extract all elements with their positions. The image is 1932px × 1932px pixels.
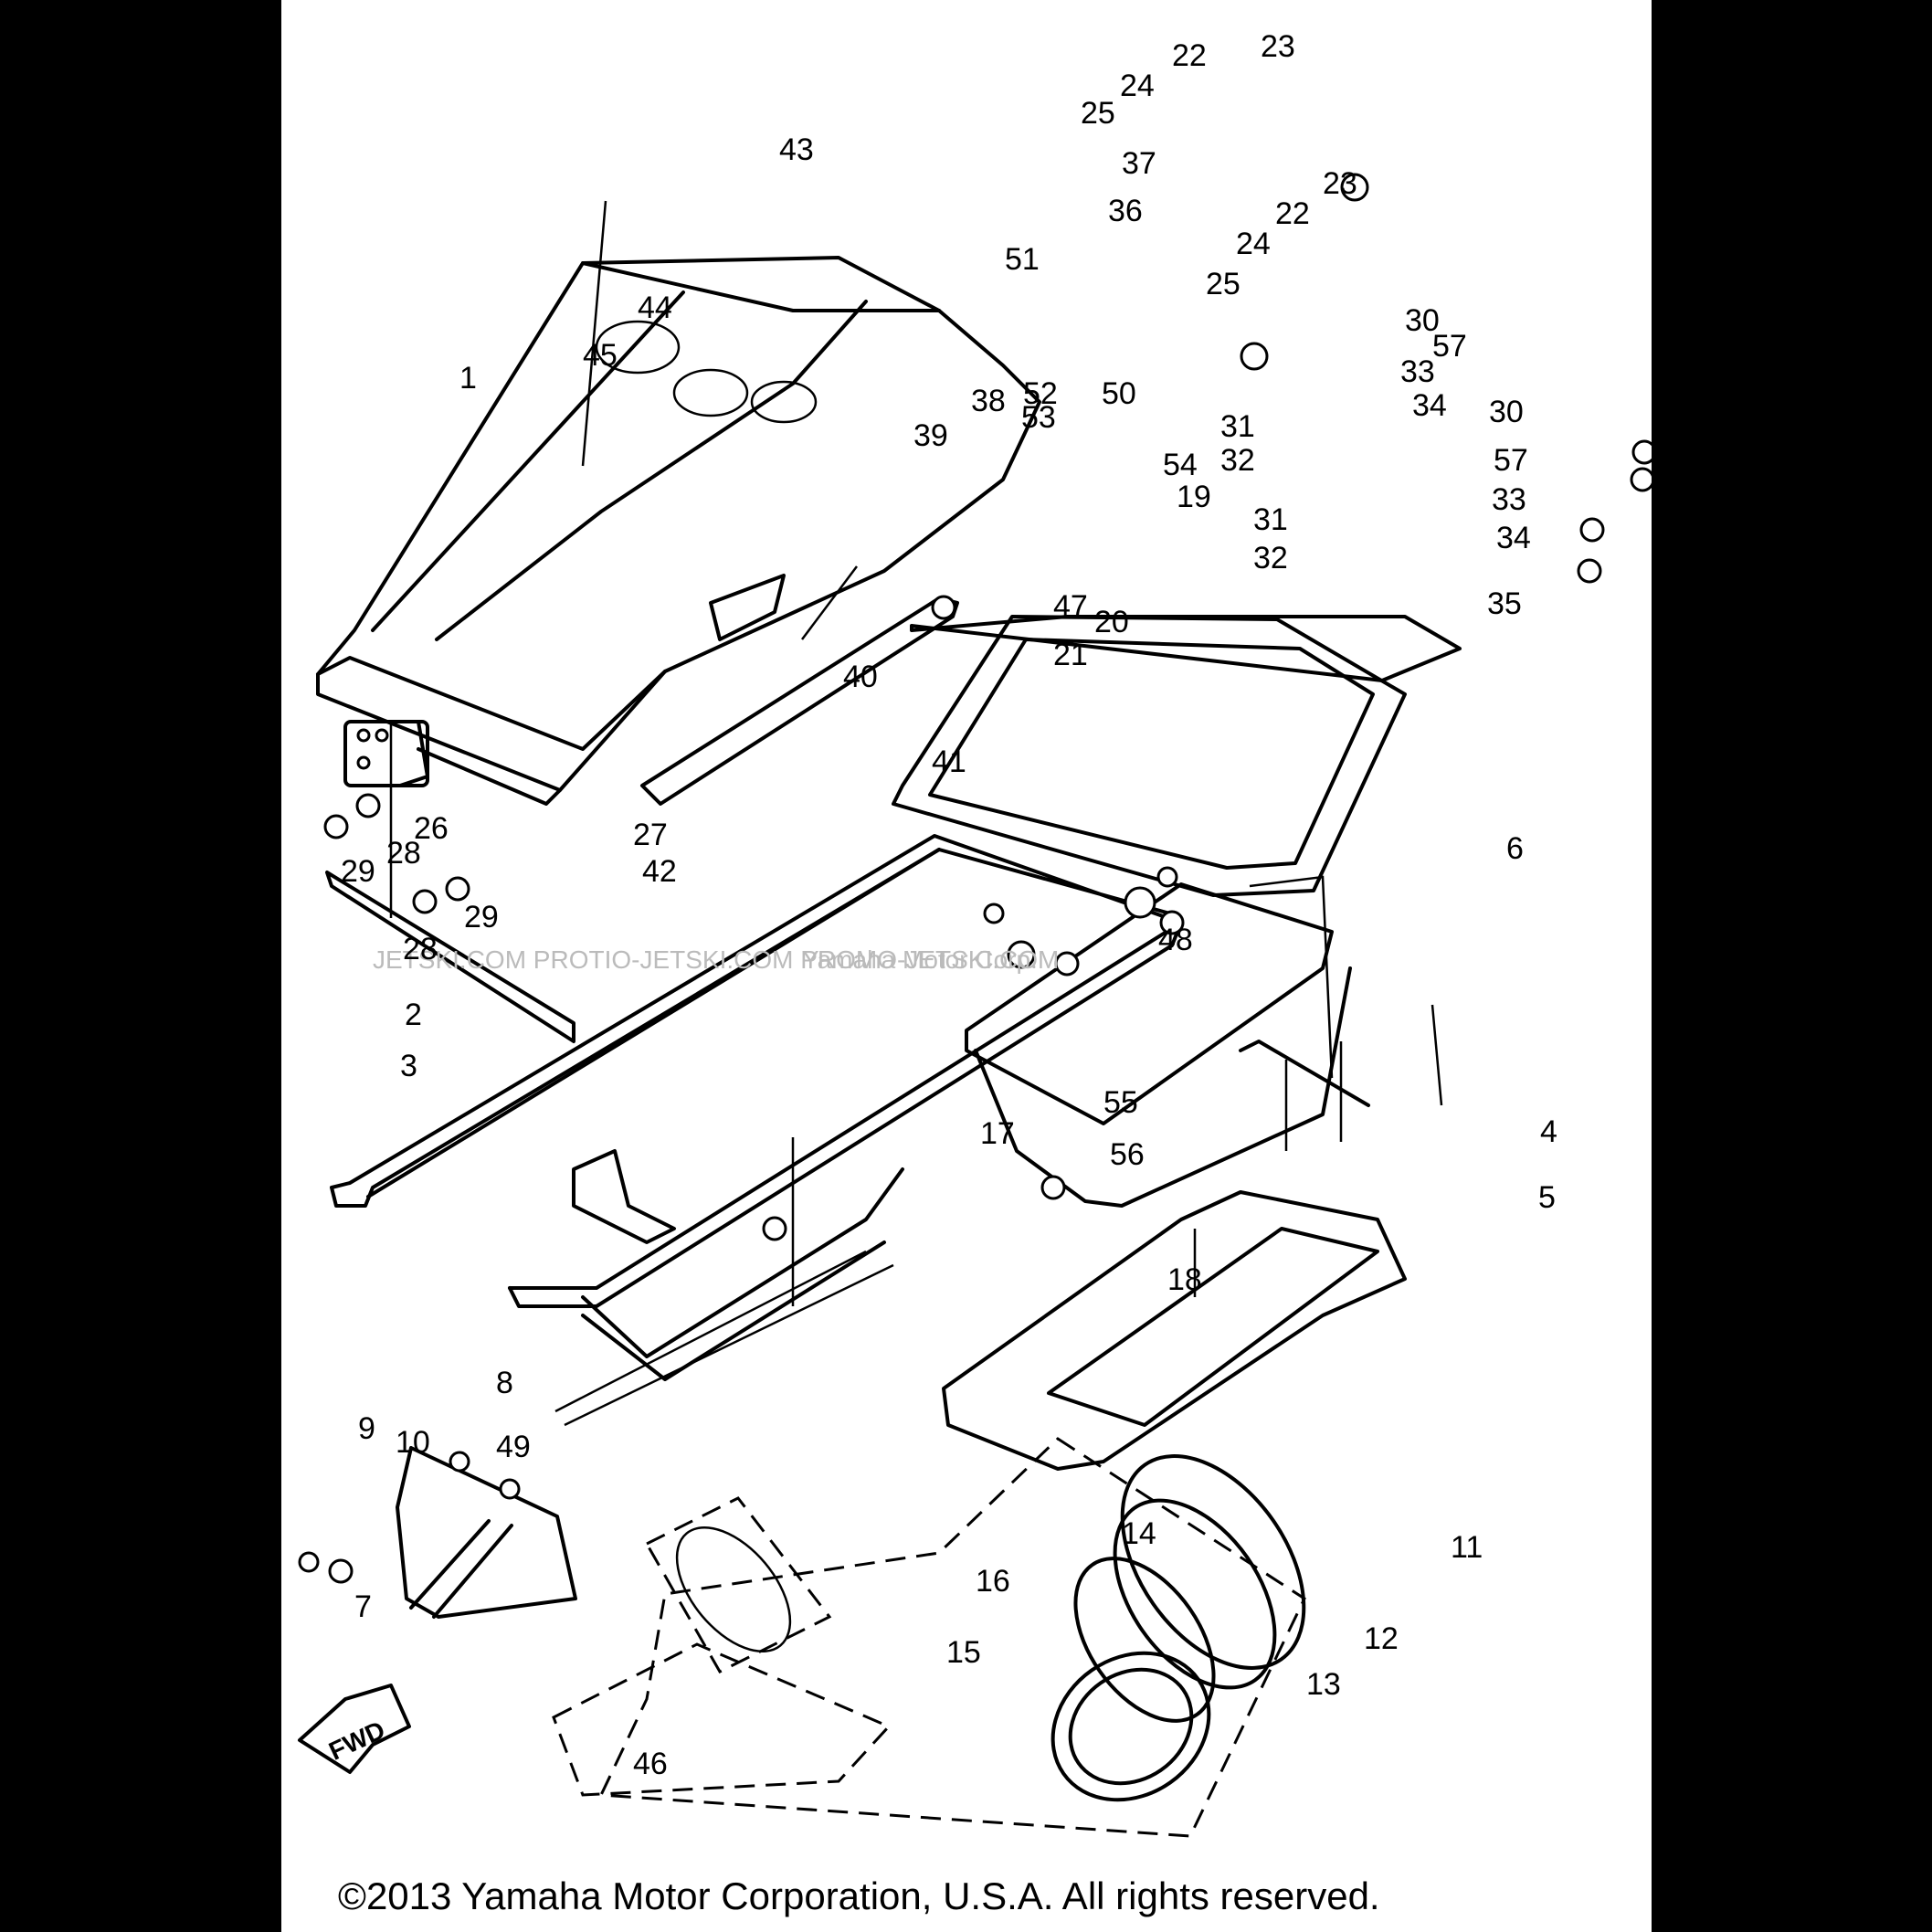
callout-49: 49 xyxy=(496,1430,531,1464)
part-gasket-bottom xyxy=(942,1190,1407,1471)
callout-55: 55 xyxy=(1103,1085,1138,1120)
callout-29b: 29 xyxy=(464,900,499,934)
callout-15: 15 xyxy=(946,1635,981,1670)
part-frame xyxy=(330,834,1183,1308)
part-rod xyxy=(325,871,575,1043)
callout-50: 50 xyxy=(1102,376,1136,411)
callout-25b: 25 xyxy=(1206,267,1240,301)
callout-23b: 23 xyxy=(1323,166,1357,201)
part-ghost-panel xyxy=(644,1496,832,1673)
callout-24b: 24 xyxy=(1236,227,1271,261)
callout-30a: 30 xyxy=(1405,303,1440,338)
callout-28b: 28 xyxy=(403,932,438,966)
callout-56: 56 xyxy=(1110,1137,1145,1172)
callout-16: 16 xyxy=(976,1564,1010,1599)
hardware-small xyxy=(298,173,1652,1584)
part-ghost-sheet xyxy=(552,1642,892,1797)
fwd-label: FWD xyxy=(324,1716,389,1766)
callout-11: 11 xyxy=(1451,1530,1483,1565)
part-bracket xyxy=(554,1149,904,1427)
callout-31b: 31 xyxy=(1253,502,1288,537)
callout-17: 17 xyxy=(980,1116,1015,1151)
callout-40: 40 xyxy=(843,660,878,694)
part-storage-box xyxy=(965,875,1443,1208)
callout-51: 51 xyxy=(1005,242,1040,277)
callout-45: 45 xyxy=(583,338,618,373)
callout-35: 35 xyxy=(1487,586,1522,621)
callout-36: 36 xyxy=(1108,194,1143,228)
watermark-center: Yamaha Motor Corp. xyxy=(802,945,1038,974)
callout-29a: 29 xyxy=(341,854,375,889)
callout-48: 48 xyxy=(1158,923,1193,957)
callout-34a: 34 xyxy=(1412,388,1447,423)
callout-41: 41 xyxy=(932,744,966,779)
callout-46: 46 xyxy=(633,1747,668,1781)
callout-33b: 33 xyxy=(1492,482,1526,517)
callout-44: 44 xyxy=(638,290,672,325)
callout-10: 10 xyxy=(396,1425,430,1460)
callout-19: 19 xyxy=(1177,480,1211,514)
callout-25a: 25 xyxy=(1081,96,1115,131)
callout-42: 42 xyxy=(642,854,677,889)
callout-39: 39 xyxy=(913,418,948,453)
callout-28a: 28 xyxy=(386,836,421,871)
callout-38: 38 xyxy=(971,384,1006,418)
part-ghost-oval xyxy=(675,1526,792,1653)
callout-13: 13 xyxy=(1306,1667,1341,1702)
fwd-arrow: FWD xyxy=(298,1684,411,1774)
callout-6: 6 xyxy=(1506,831,1524,866)
callout-31a: 31 xyxy=(1220,409,1255,444)
callout-27: 27 xyxy=(633,818,668,852)
callout-12: 12 xyxy=(1364,1621,1399,1656)
callout-57a: 57 xyxy=(1432,329,1467,364)
part-hinge xyxy=(343,720,429,787)
callout-4: 4 xyxy=(1540,1114,1557,1149)
callout-54: 54 xyxy=(1163,448,1198,482)
callout-8: 8 xyxy=(496,1366,513,1400)
part-vent-assembly xyxy=(598,1437,1306,1838)
callout-32a: 32 xyxy=(1220,443,1255,478)
part-hood-cover xyxy=(316,256,1041,806)
callout-22a: 22 xyxy=(1172,38,1207,73)
callout-9: 9 xyxy=(358,1411,375,1446)
callout-22b: 22 xyxy=(1275,196,1310,231)
callout-23a: 23 xyxy=(1261,29,1295,64)
callout-52: 52 xyxy=(1023,376,1058,411)
callout-3: 3 xyxy=(400,1049,417,1083)
parts-diagram-sheet: FWD JETSKI.COM PROTIO-JETSKI.COM PROMO-J… xyxy=(281,0,1652,1932)
callout-7: 7 xyxy=(354,1589,372,1624)
callout-18: 18 xyxy=(1167,1262,1202,1297)
callout-numbers: 1 2 3 4 5 6 7 8 9 10 11 12 13 14 15 16 1… xyxy=(341,29,1557,1781)
callout-33a: 33 xyxy=(1400,354,1435,389)
copyright-notice: ©2013 Yamaha Motor Corporation, U.S.A. A… xyxy=(338,1874,1380,1917)
callout-57b: 57 xyxy=(1494,443,1528,478)
callout-14: 14 xyxy=(1122,1516,1156,1551)
guide-lines xyxy=(389,200,1197,1306)
callout-1: 1 xyxy=(459,361,477,396)
callout-47: 47 xyxy=(1053,589,1088,624)
callout-30b: 30 xyxy=(1489,395,1524,429)
exploded-parts-diagram: FWD JETSKI.COM PROTIO-JETSKI.COM PROMO-J… xyxy=(298,29,1652,1917)
callout-2: 2 xyxy=(405,998,422,1032)
callout-34b: 34 xyxy=(1496,521,1531,555)
watermark: JETSKI.COM PROTIO-JETSKI.COM PROMO-JETSK… xyxy=(373,945,1059,974)
part-plate xyxy=(396,1446,577,1619)
callout-32b: 32 xyxy=(1253,541,1288,575)
callout-37: 37 xyxy=(1122,146,1156,181)
callout-26: 26 xyxy=(414,811,449,846)
callout-5: 5 xyxy=(1538,1180,1556,1215)
callout-21: 21 xyxy=(1053,638,1088,672)
part-gasket-top xyxy=(892,615,1462,897)
callout-43: 43 xyxy=(779,132,814,167)
callout-24a: 24 xyxy=(1120,69,1155,103)
callout-20: 20 xyxy=(1094,605,1129,639)
callout-53: 53 xyxy=(1021,400,1056,435)
